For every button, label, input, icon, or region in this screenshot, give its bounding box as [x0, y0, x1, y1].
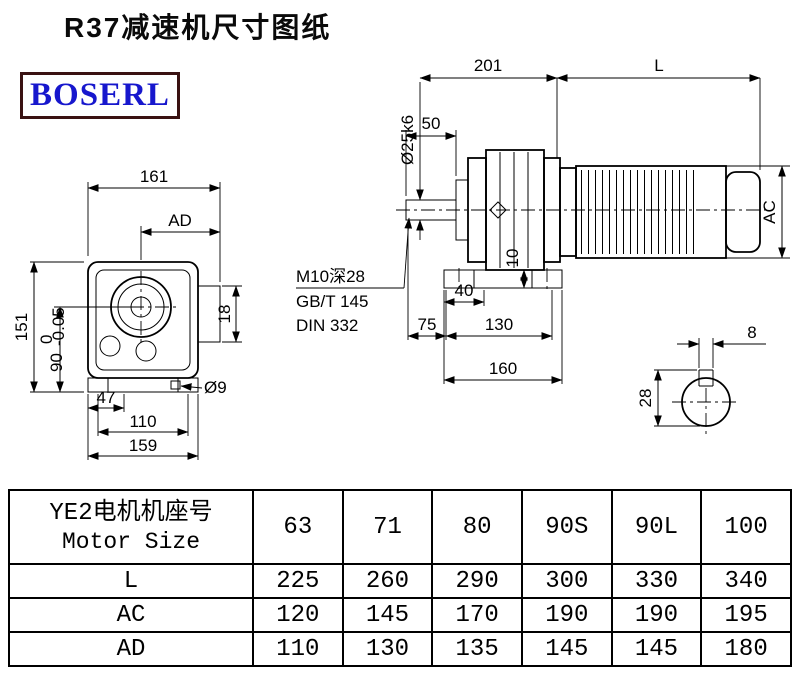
table-cell: 290	[431, 563, 523, 599]
brand-name: BOSERL	[30, 77, 170, 113]
table-cell: 340	[700, 563, 792, 599]
dim-shaft-dia: Ø25k6	[398, 115, 417, 165]
note-tap: M10深28	[296, 267, 365, 286]
table-cell: 145	[520, 631, 613, 667]
column-header: 71	[341, 489, 434, 565]
dim-90: 90	[47, 353, 66, 372]
table-cell: 135	[431, 631, 523, 667]
column-header: 63	[252, 489, 344, 565]
dim-L: L	[654, 56, 663, 75]
page-title: R37减速机尺寸图纸	[64, 12, 332, 43]
dim-201: 201	[474, 56, 502, 75]
dim-AC: AC	[760, 200, 779, 224]
motor-size-header: YE2电机机座号 Motor Size	[8, 489, 254, 565]
table-cell: 145	[610, 631, 703, 667]
table-cell: 170	[431, 597, 523, 633]
dim-161: 161	[140, 167, 168, 186]
table-row-L: L 225 260 290 300 330 340	[8, 563, 792, 599]
brand-logo: BOSERL	[20, 72, 180, 119]
table-cell: 190	[610, 597, 703, 633]
table-cell: 110	[252, 631, 344, 667]
note-gb: GB/T 145	[296, 292, 368, 311]
row-label: AC	[8, 597, 254, 633]
table-row-AD: AD 110 130 135 145 145 180	[8, 631, 792, 667]
dim-50: 50	[422, 114, 441, 133]
dim-key-8: 8	[747, 323, 756, 342]
table-cell: 260	[341, 563, 434, 599]
dim-10: 10	[503, 249, 522, 268]
dim-28: 28	[636, 389, 655, 408]
shaft-end-view: 8 28	[636, 323, 766, 436]
row-label: AD	[8, 631, 254, 667]
header-en: Motor Size	[61, 528, 201, 555]
dim-151: 151	[12, 313, 31, 341]
table-cell: 145	[341, 597, 434, 633]
dim-47: 47	[97, 388, 116, 407]
table-header-row: YE2电机机座号 Motor Size 63 71 80 90S 90L 100	[8, 489, 792, 565]
table-cell: 180	[700, 631, 792, 667]
row-label: L	[8, 563, 254, 599]
dim-18: 18	[215, 305, 234, 324]
side-view: 201 L Ø25k6 50 M10深28 GB/T 145 DIN 332 4…	[296, 56, 790, 384]
column-header: 100	[700, 489, 792, 565]
dim-90-tolerance: 90 0 -0.05	[37, 307, 68, 372]
spec-table: YE2电机机座号 Motor Size 63 71 80 90S 90L 100…	[8, 489, 792, 667]
dim-110: 110	[129, 412, 156, 431]
table-cell: 130	[341, 631, 434, 667]
dim-hole-9: Ø9	[204, 378, 227, 397]
dim-130: 130	[485, 315, 513, 334]
table-cell: 190	[520, 597, 613, 633]
table-row-AC: AC 120 145 170 190 190 195	[8, 597, 792, 633]
note-din: DIN 332	[296, 316, 358, 335]
technical-drawing: 161 AD 151 90 0 -0.05	[12, 56, 790, 460]
front-view: 161 AD 151 90 0 -0.05	[12, 167, 242, 460]
dim-ad: AD	[168, 211, 192, 230]
column-header: 80	[431, 489, 523, 565]
table-cell: 330	[610, 563, 703, 599]
dim-90-tol-lower: -0.05	[49, 307, 68, 346]
dim-160: 160	[489, 359, 517, 378]
table-cell: 225	[252, 563, 344, 599]
table-cell: 120	[252, 597, 344, 633]
column-header: 90S	[520, 489, 613, 565]
header-cn: YE2电机机座号	[49, 499, 213, 527]
dim-40: 40	[455, 281, 474, 300]
column-header: 90L	[610, 489, 703, 565]
table-cell: 300	[520, 563, 613, 599]
dim-90-tol-upper: 0	[37, 335, 56, 344]
dim-159: 159	[129, 436, 157, 455]
dim-75: 75	[418, 315, 437, 334]
table-cell: 195	[700, 597, 792, 633]
